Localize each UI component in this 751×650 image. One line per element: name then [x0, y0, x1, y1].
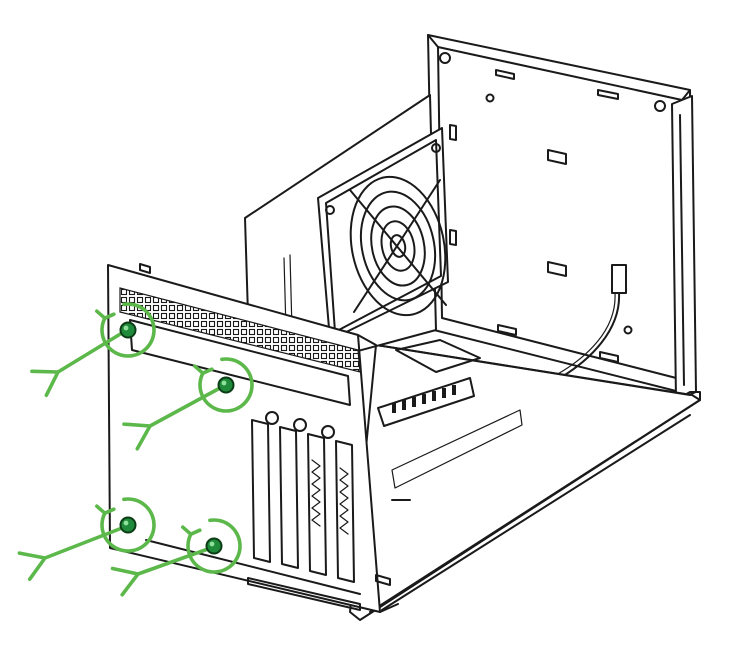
pcie-slot-assembly [377, 339, 481, 427]
thumbscrew-icon[interactable] [205, 537, 223, 555]
screw-bottom-left [17, 497, 156, 581]
thumbscrew-highlight [221, 380, 227, 386]
removal-annotations [17, 302, 254, 597]
pull-arrowhead-icon [122, 422, 152, 451]
counterclockwise-arrow-icon [100, 497, 156, 553]
thumbscrew-highlight [123, 520, 129, 526]
rotate-arrowhead-icon [95, 504, 116, 515]
screw-bottom-right [110, 518, 242, 597]
pull-out-arrow-icon [43, 526, 124, 560]
side-panel [107, 263, 399, 613]
screw-top-left [30, 302, 156, 398]
pull-arrowhead-icon [30, 369, 60, 398]
pull-out-arrow-icon [56, 331, 124, 374]
pull-arrowhead-icon [17, 551, 47, 581]
pull-out-arrow-icon [136, 547, 210, 576]
pull-arrowhead-icon [110, 566, 140, 597]
pull-out-arrow-icon [148, 386, 222, 428]
cooling-fan [317, 127, 449, 341]
thumbscrew-icon[interactable] [217, 376, 235, 394]
enclosure-back-wall [427, 34, 693, 405]
counterclockwise-arrow-icon [100, 302, 156, 358]
thumbscrew-icon[interactable] [119, 516, 137, 534]
enclosure-floor [349, 344, 701, 621]
counterclockwise-arrow-icon [198, 357, 254, 413]
rotate-arrowhead-icon [181, 525, 202, 536]
thumbscrew-icon[interactable] [119, 321, 137, 339]
screw-top-right [122, 357, 254, 451]
rotate-arrowhead-icon [193, 364, 214, 375]
thumbscrew-highlight [123, 325, 129, 331]
enclosure-right-rail [671, 95, 701, 401]
thumbscrew-highlight [209, 541, 215, 547]
rotate-arrowhead-icon [95, 309, 116, 320]
